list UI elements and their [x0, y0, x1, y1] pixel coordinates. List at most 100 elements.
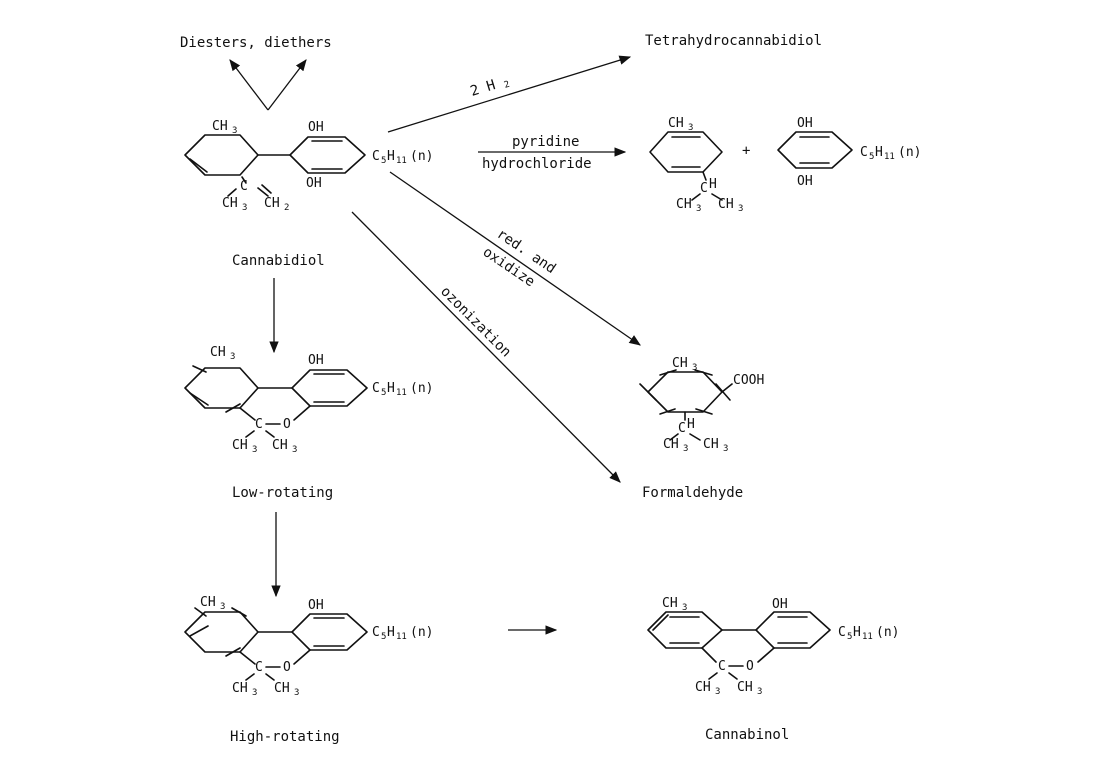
svg-text:3: 3 — [688, 123, 693, 133]
svg-text:CH: CH — [695, 680, 711, 695]
svg-text:OH: OH — [772, 597, 788, 612]
svg-text:hydrochloride: hydrochloride — [482, 156, 592, 172]
svg-text:OH: OH — [306, 176, 322, 191]
svg-text:11: 11 — [884, 152, 895, 162]
svg-text:H: H — [387, 625, 395, 640]
svg-text:(n): (n) — [876, 625, 899, 640]
svg-text:(n): (n) — [898, 145, 921, 160]
svg-text:COOH: COOH — [733, 373, 764, 388]
svg-text:3: 3 — [242, 203, 247, 213]
svg-text:5: 5 — [381, 156, 386, 166]
svg-text:C: C — [700, 181, 708, 196]
svg-text:2: 2 — [503, 80, 511, 91]
svg-text:C: C — [372, 625, 380, 640]
svg-text:CH: CH — [212, 119, 228, 134]
svg-text:3: 3 — [715, 687, 720, 697]
svg-text:C: C — [240, 179, 248, 194]
svg-text:2 H: 2 H — [468, 77, 497, 100]
label-diesters-diethers: Diesters, diethers — [180, 35, 332, 51]
svg-text:C: C — [255, 417, 263, 432]
label-high-rotating: High-rotating — [230, 729, 340, 745]
svg-text:CH: CH — [222, 196, 238, 211]
svg-text:OH: OH — [308, 598, 324, 613]
svg-text:C: C — [372, 381, 380, 396]
svg-text:CH: CH — [672, 356, 688, 371]
svg-text:5: 5 — [381, 388, 386, 398]
svg-text:3: 3 — [292, 445, 297, 455]
svg-text:OH: OH — [308, 353, 324, 368]
plus-sign: + — [742, 143, 750, 159]
svg-text:H: H — [875, 145, 883, 160]
label-formaldehyde: Formaldehyde — [642, 485, 743, 501]
svg-text:(n): (n) — [410, 149, 433, 164]
svg-text:O: O — [283, 417, 291, 432]
svg-text:5: 5 — [381, 632, 386, 642]
svg-text:H: H — [387, 381, 395, 396]
svg-text:3: 3 — [757, 687, 762, 697]
label-low-rotating: Low-rotating — [232, 485, 333, 501]
arrow-hydrogenation: 2 H 2 — [387, 55, 632, 133]
svg-text:C: C — [255, 660, 263, 675]
svg-text:3: 3 — [683, 444, 688, 454]
svg-text:3: 3 — [232, 126, 237, 136]
arrows-to-diesters — [229, 59, 307, 111]
svg-text:C: C — [838, 625, 846, 640]
svg-text:(n): (n) — [410, 381, 433, 396]
svg-text:CH: CH — [703, 437, 719, 452]
svg-text:3: 3 — [682, 603, 687, 613]
svg-text:CH: CH — [210, 345, 226, 360]
label-tetrahydrocannabidiol: Tetrahydrocannabidiol — [645, 33, 822, 49]
svg-text:11: 11 — [396, 388, 407, 398]
svg-text:CH: CH — [232, 438, 248, 453]
svg-text:O: O — [283, 660, 291, 675]
label-cannabidiol: Cannabidiol — [232, 253, 325, 269]
svg-text:CH: CH — [718, 197, 734, 212]
arrow-pyridine-hydrochloride: pyridine hydrochloride — [478, 134, 627, 172]
svg-text:C: C — [860, 145, 868, 160]
svg-text:11: 11 — [396, 156, 407, 166]
svg-text:CH: CH — [274, 681, 290, 696]
svg-text:3: 3 — [252, 445, 257, 455]
svg-text:OH: OH — [797, 116, 813, 131]
svg-text:C: C — [678, 421, 686, 436]
svg-text:3: 3 — [294, 688, 299, 698]
svg-text:CH: CH — [264, 196, 280, 211]
svg-text:CH: CH — [668, 116, 684, 131]
svg-text:CH: CH — [272, 438, 288, 453]
svg-text:pyridine: pyridine — [512, 134, 579, 150]
svg-text:C: C — [372, 149, 380, 164]
svg-text:5: 5 — [847, 632, 852, 642]
svg-text:CH: CH — [663, 437, 679, 452]
svg-text:3: 3 — [696, 204, 701, 214]
svg-text:(n): (n) — [410, 625, 433, 640]
svg-text:H: H — [853, 625, 861, 640]
svg-text:H: H — [709, 177, 717, 192]
svg-text:3: 3 — [220, 602, 225, 612]
svg-text:C: C — [718, 659, 726, 674]
svg-text:3: 3 — [723, 444, 728, 454]
svg-text:H: H — [387, 149, 395, 164]
svg-text:CH: CH — [662, 596, 678, 611]
svg-text:CH: CH — [737, 680, 753, 695]
svg-text:ozonization: ozonization — [437, 284, 514, 361]
svg-text:CH: CH — [200, 595, 216, 610]
svg-text:3: 3 — [230, 352, 235, 362]
svg-text:CH: CH — [676, 197, 692, 212]
svg-text:11: 11 — [862, 632, 873, 642]
svg-text:5: 5 — [869, 152, 874, 162]
svg-text:O: O — [746, 659, 754, 674]
svg-text:3: 3 — [252, 688, 257, 698]
svg-text:3: 3 — [738, 204, 743, 214]
arrow-reduce-oxidize: red. and oxidize — [389, 171, 641, 346]
svg-text:OH: OH — [308, 120, 324, 135]
label-cannabinol: Cannabinol — [705, 727, 789, 743]
svg-text:H: H — [687, 417, 695, 432]
